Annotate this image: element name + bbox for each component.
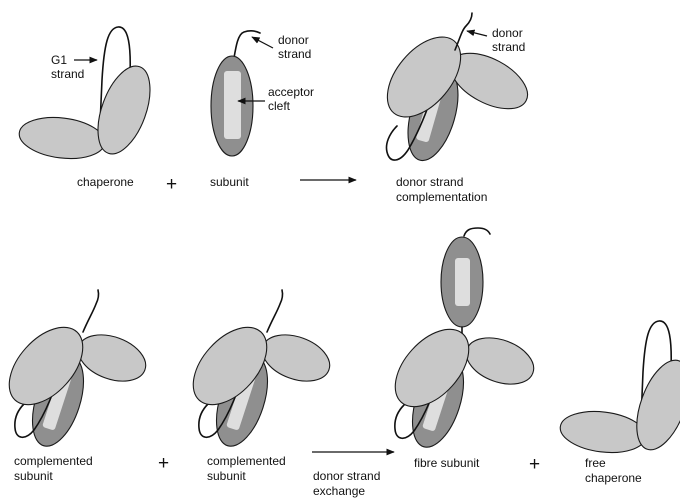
free-caption-line1: free	[585, 456, 606, 470]
donor-label-2-line1: donor	[492, 26, 523, 40]
g1-label-line2: strand	[51, 67, 84, 81]
complemented-subunit-2	[179, 290, 336, 452]
chaperone-caption: chaperone	[77, 175, 134, 189]
complemented-subunit-1	[0, 290, 152, 452]
donor-strand-arrow-1	[252, 37, 273, 48]
chaperone-top	[17, 27, 161, 163]
comp2-caption-line1: complemented	[207, 454, 286, 468]
chaperone-domain-1	[17, 113, 107, 163]
subunit-top	[211, 31, 260, 156]
dse-caption-line2: exchange	[313, 484, 365, 498]
fibre-top-strand-tail	[464, 228, 490, 236]
comp1-caption-line2: subunit	[14, 469, 53, 483]
plus-sign-2: +	[158, 453, 169, 474]
acceptor-label-line2: cleft	[268, 99, 291, 113]
comp1-donor-strand-tail	[83, 290, 99, 332]
donor-strand-tail	[234, 31, 260, 58]
dse-caption-line1: donor strand	[313, 469, 380, 483]
comp1-caption-line1: complemented	[14, 454, 93, 468]
g1-label-line1: G1	[51, 53, 67, 67]
fibre-caption: fibre subunit	[414, 456, 480, 470]
subunit-caption: subunit	[210, 175, 249, 189]
donor-label-1-line2: strand	[278, 47, 311, 61]
dsc-caption-line2: complementation	[396, 190, 487, 204]
free-chaperone	[558, 321, 680, 457]
donor-strand-arrow-2	[467, 31, 487, 36]
fibre-top-acceptor-cleft	[455, 258, 470, 306]
plus-sign-1: +	[166, 174, 177, 195]
donor-label-1-line1: donor	[278, 33, 309, 47]
donor-label-2-line2: strand	[492, 40, 525, 54]
free-chaperone-domain-1	[558, 407, 648, 457]
comp2-donor-strand-tail	[267, 290, 283, 332]
free-caption-line2: chaperone	[585, 471, 642, 485]
fibre-subunit-assembly	[381, 228, 540, 453]
acceptor-label-line1: acceptor	[268, 85, 314, 99]
dsc-caption-line1: donor strand	[396, 175, 463, 189]
fibre-chaperone-domain-2	[460, 329, 540, 392]
acceptor-cleft	[224, 71, 241, 139]
plus-sign-3: +	[529, 454, 540, 475]
comp2-caption-line2: subunit	[207, 469, 246, 483]
